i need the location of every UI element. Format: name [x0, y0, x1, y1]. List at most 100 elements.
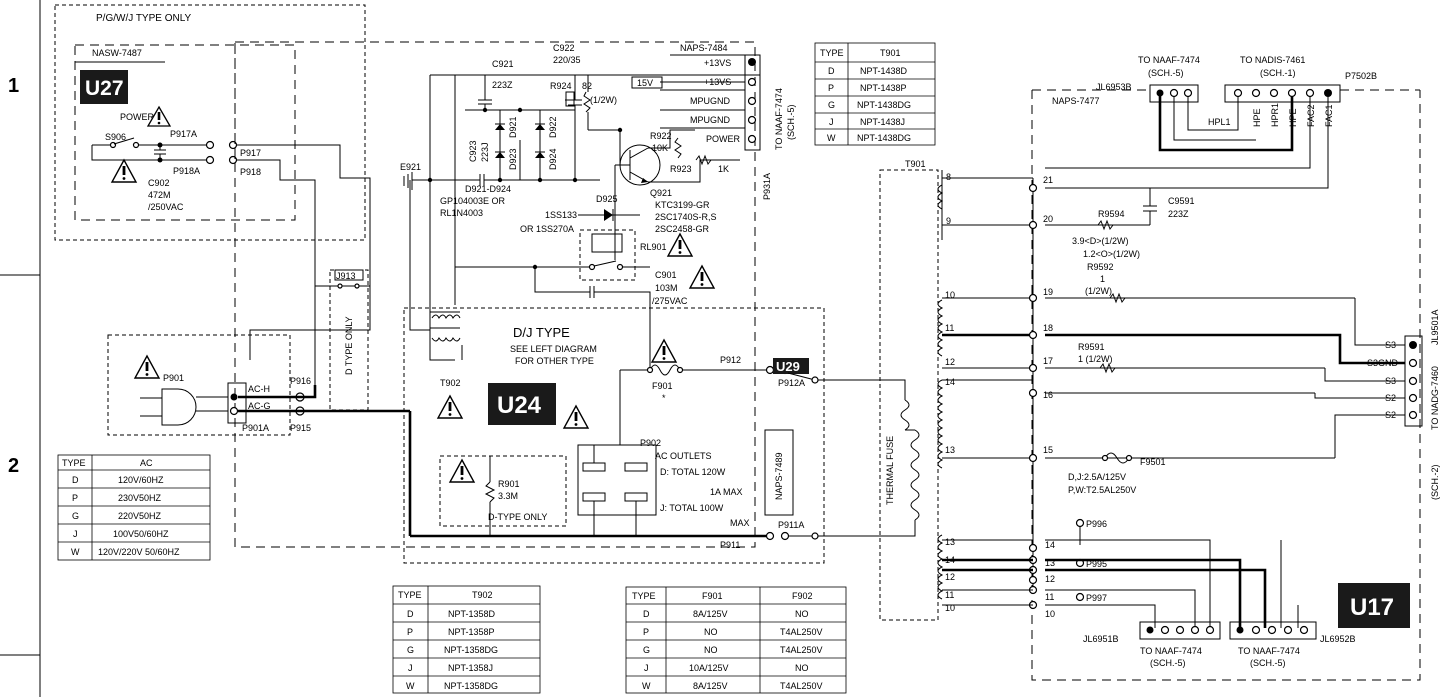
r9594-d: 3.9<D>(1/2W) — [1072, 236, 1129, 246]
fuse-icon — [649, 364, 681, 376]
c9591-ref: C9591 — [1168, 196, 1195, 206]
naps-7477-section: T901 TO NAAF-7474 (SCH.-5) TO NADIS-7461… — [905, 55, 1440, 681]
c901-ref: C901 — [655, 270, 677, 280]
ac-table-header-type: TYPE — [62, 458, 86, 468]
ac-inlet-section: P901 AC-H AC-G P901A P916 P915 — [107, 334, 770, 538]
c901-voltage: /275VAC — [652, 296, 688, 306]
pin-number: 14 — [945, 377, 955, 387]
p901a-label: P901A — [242, 423, 269, 433]
table-cell: W — [827, 133, 836, 143]
warning-icon — [650, 338, 678, 363]
to-nadis-label: TO NADIS-7461 — [1240, 55, 1305, 65]
pin-fac1: FAC1 — [1324, 104, 1334, 127]
t901-label: T901 — [905, 159, 926, 169]
fuse-type-table: TYPE F901 F902 D 8A/125V NO P NO T4AL250… — [625, 586, 847, 694]
t901-table-header-t901: T901 — [880, 48, 901, 58]
p918-label: P918 — [240, 167, 261, 177]
d921-d924-label: D921-D924 — [465, 184, 511, 194]
ac-g-label: AC-G — [248, 401, 271, 411]
pin-number: 9 — [946, 216, 951, 226]
f9501-label: F9501 — [1140, 457, 1166, 467]
warning-icon — [110, 158, 138, 183]
pin-number: 17 — [1043, 356, 1053, 366]
p997-label: P997 — [1086, 593, 1107, 603]
nasw-7487-label: NASW-7487 — [92, 48, 142, 58]
1ss133-label: 1SS133 — [545, 210, 577, 220]
table-cell: W — [406, 681, 415, 691]
max-label: MAX — [730, 518, 750, 528]
warning-icon — [688, 264, 716, 289]
gp104003e-label: GP104003E OR — [440, 196, 506, 206]
table-cell: NO — [795, 663, 809, 673]
fuse-table-header-f901: F901 — [702, 591, 723, 601]
thermal-fuse: THERMAL FUSE — [879, 169, 939, 621]
table-cell: NPT-1358P — [448, 627, 495, 637]
sch2-label: (SCH.-2) — [1430, 464, 1440, 500]
q921-type-1: KTC3199-GR — [655, 200, 710, 210]
table-cell: T4AL250V — [780, 681, 823, 691]
table-cell: NO — [704, 627, 718, 637]
table-cell: T4AL250V — [780, 627, 823, 637]
p912a-label: P912A — [778, 378, 805, 388]
jl6953b-label: JL6953B — [1096, 82, 1132, 92]
q921-ref: Q921 — [650, 188, 672, 198]
table-cell: T4AL250V — [780, 645, 823, 655]
f901-mark: * — [662, 393, 666, 403]
table-cell: NPT-1358D — [448, 609, 496, 619]
c902-value: 472M — [148, 190, 171, 200]
pin-s3-1: S3 — [1385, 340, 1396, 350]
table-cell: NPT-1358DG — [444, 681, 498, 691]
table-cell: 8A/125V — [693, 681, 728, 691]
t901-type-table: TYPE T901 D NPT-1438D P NPT-1438P G NPT-… — [814, 42, 936, 146]
p931a-label: P931A — [762, 173, 772, 200]
q921-type-3: 2SC2458-GR — [655, 224, 710, 234]
jl6952b-label: JL6952B — [1320, 634, 1356, 644]
nasw-section: P/G/W/J TYPE ONLY NASW-7487 U27 POWER S9… — [54, 4, 371, 385]
table-cell: W — [642, 681, 651, 691]
r901-value: 3.3M — [498, 491, 518, 501]
to-naaf-bottom-1-sch: (SCH.-5) — [1150, 658, 1186, 668]
table-cell: P — [828, 83, 834, 93]
table-cell: 120V/60HZ — [118, 475, 164, 485]
t902-label: T902 — [440, 378, 461, 388]
table-cell: J — [644, 663, 649, 673]
p902-label: P902 — [640, 438, 661, 448]
table-cell: D — [643, 609, 650, 619]
to-naaf-top-sch: (SCH.-5) — [1148, 68, 1184, 78]
warning-icon — [133, 354, 161, 379]
c922-value: 220/35 — [553, 55, 581, 65]
fuse-table-header-f902: F902 — [792, 591, 813, 601]
j-total-label: J: TOTAL 100W — [660, 503, 724, 513]
table-cell: 120V/220V 50/60HZ — [98, 547, 180, 557]
f901-label: F901 — [652, 381, 673, 391]
d922-label: D922 — [548, 116, 558, 138]
naps-7484-section: NAPS-7484 C921 223Z C922 220/35 R924 82 … — [234, 41, 796, 548]
pin-number: 12 — [945, 357, 955, 367]
dj-note-2: FOR OTHER TYPE — [515, 356, 594, 366]
p912-label: P912 — [720, 355, 741, 365]
jl9501a-label: JL9501A — [1430, 309, 1440, 345]
pin-number: 19 — [1043, 287, 1053, 297]
c923-value: 223J — [480, 142, 490, 162]
unit-badge-u29 — [773, 358, 809, 374]
p916-label: P916 — [290, 376, 311, 386]
table-cell: 10A/125V — [689, 663, 729, 673]
f9501-dj: D,J:2.5A/125V — [1068, 472, 1126, 482]
dj-note-1: SEE LEFT DIAGRAM — [510, 344, 597, 354]
p911-label: P911 — [720, 540, 740, 550]
table-cell: J — [408, 663, 413, 673]
r9592-ref: R9592 — [1087, 262, 1114, 272]
r923-value: 1K — [718, 164, 729, 174]
p917a-label: P917A — [170, 129, 197, 139]
pin-number: 11 — [945, 590, 954, 600]
p915-label: P915 — [290, 423, 311, 433]
unit-badge-u24 — [488, 383, 556, 425]
unit-badge-u27 — [80, 70, 128, 104]
table-cell: P — [407, 627, 413, 637]
r924-ref: R924 — [550, 81, 572, 91]
r9592-value: 1 — [1100, 274, 1105, 284]
rl1n4003-label: RL1N4003 — [440, 208, 483, 218]
d-type-only-note: D-TYPE ONLY — [488, 512, 547, 522]
pin-number: 15 — [1043, 445, 1053, 455]
